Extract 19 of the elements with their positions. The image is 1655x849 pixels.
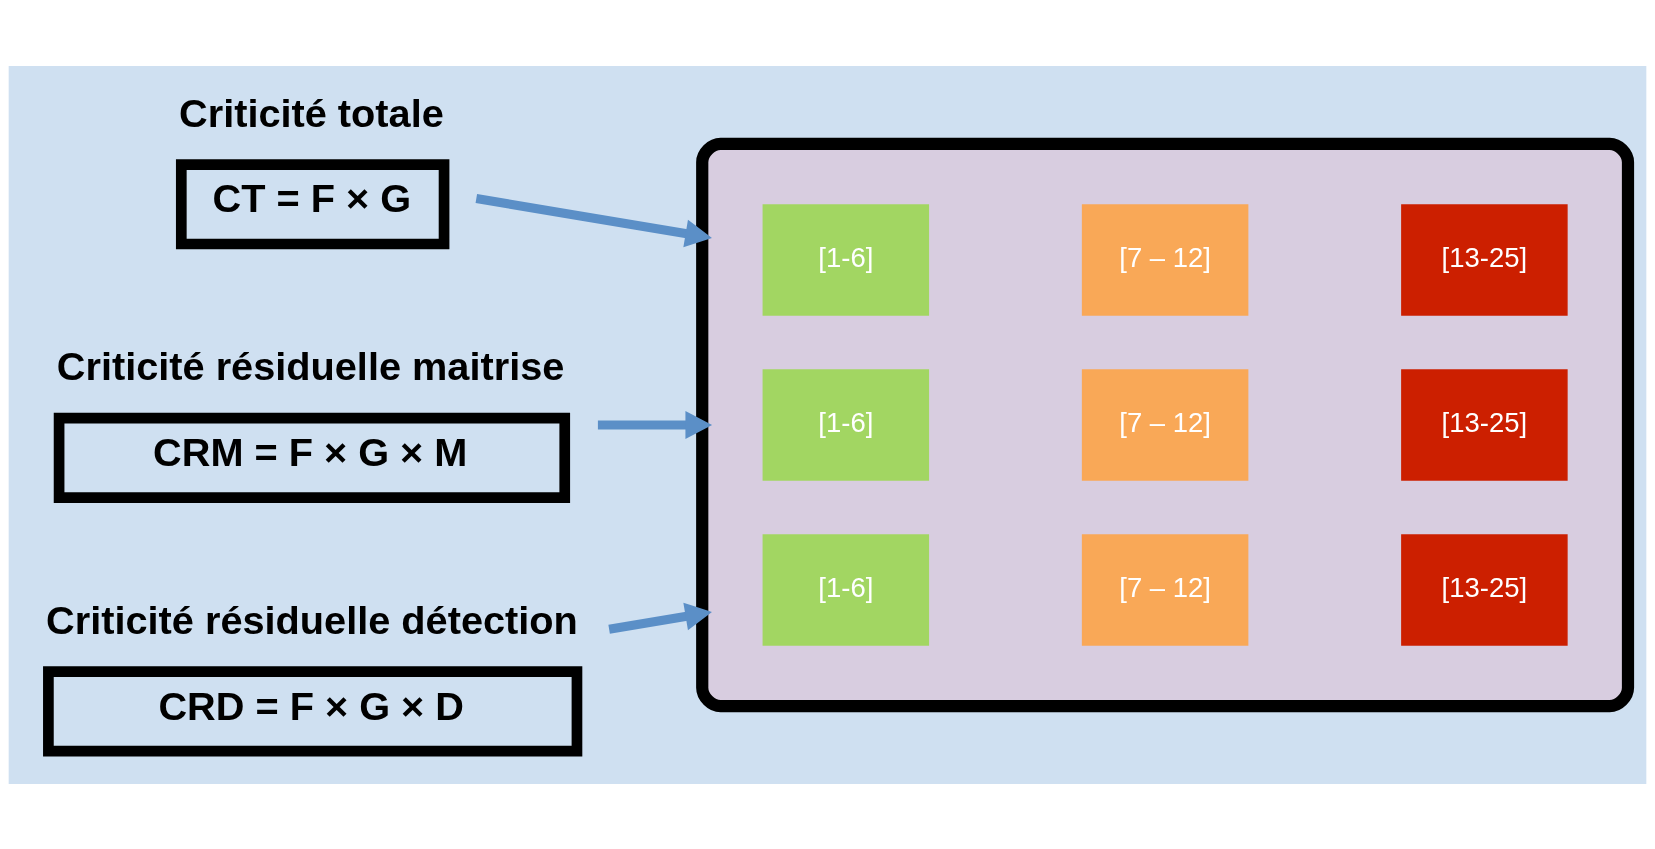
node-box: [1-6] xyxy=(762,203,930,316)
node-box: CT = F × G xyxy=(175,158,450,249)
cluster xyxy=(696,137,1635,712)
node-box: [13-25] xyxy=(1401,203,1568,316)
node-box: CRD = F × G × D xyxy=(43,665,583,756)
node-box: [13-25] xyxy=(1401,368,1568,481)
arrow xyxy=(608,602,712,634)
node-box: CRM = F × G × M xyxy=(53,412,571,503)
node-box: [7 – 12] xyxy=(1081,203,1249,316)
node-label: Criticité totale xyxy=(179,90,444,135)
arrow xyxy=(475,193,712,247)
node-box: [13-25] xyxy=(1401,533,1568,646)
node-label: Criticité résiduelle maitrise xyxy=(56,343,565,388)
node-box: [7 – 12] xyxy=(1081,368,1249,481)
arrow xyxy=(597,410,713,439)
node-box: [7 – 12] xyxy=(1081,533,1249,646)
node-label: Criticité résiduelle détection xyxy=(46,597,578,642)
node-box: [1-6] xyxy=(762,533,930,646)
node-box: [1-6] xyxy=(762,368,930,481)
